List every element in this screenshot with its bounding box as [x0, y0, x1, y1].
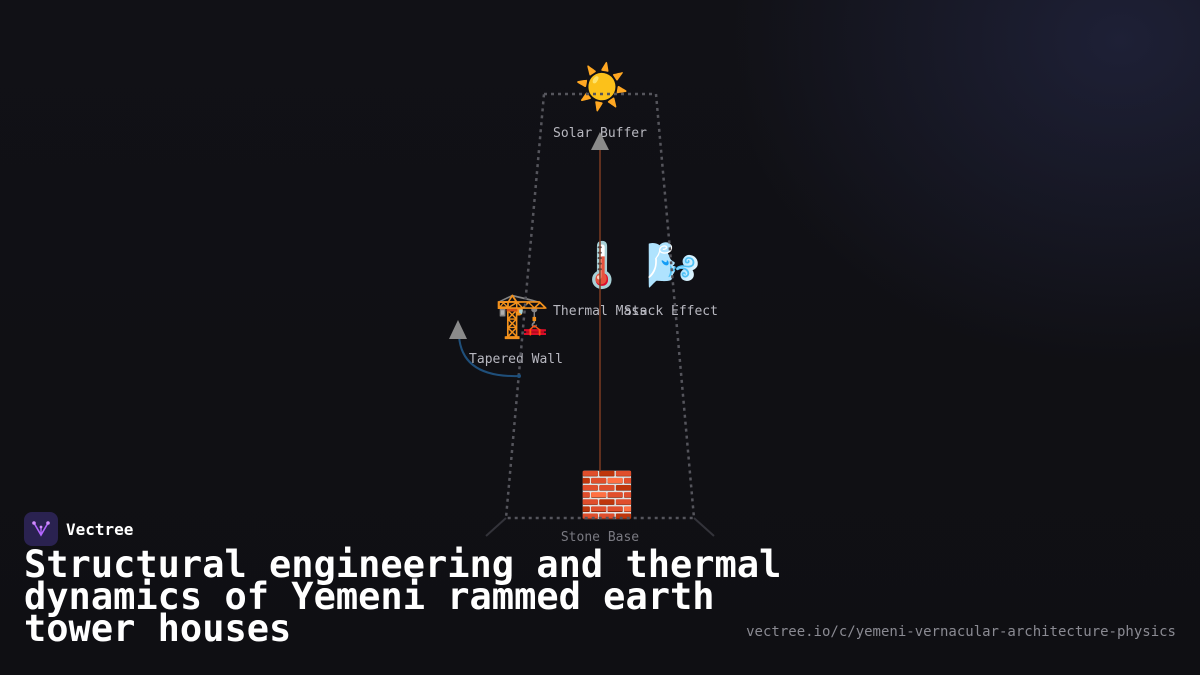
crane-icon: 🏗️ — [494, 290, 550, 341]
node-label-stack-effect: Stack Effect — [624, 304, 718, 319]
node-label-stone-base: Stone Base — [560, 530, 640, 545]
source-url[interactable]: vectree.io/c/yemeni-vernacular-architect… — [746, 624, 1176, 640]
wind-icon: 🌬️ — [645, 240, 701, 291]
brick-icon: 🧱 — [579, 470, 635, 521]
base-flare-left — [485, 517, 507, 537]
heat-flow-arrow — [591, 132, 609, 150]
node-label-tapered-wall: Tapered Wall — [469, 352, 563, 367]
brand[interactable]: Vectree — [24, 512, 133, 546]
thermometer-icon: 🌡️ — [574, 240, 630, 291]
curve-start-dot — [517, 374, 521, 378]
tapered-wall-curve — [458, 335, 521, 378]
vectree-logo-icon — [24, 512, 58, 546]
base-flare-right — [693, 517, 715, 537]
tapered-wall-arrow — [449, 320, 467, 339]
brand-name: Vectree — [66, 519, 134, 539]
sun-icon: ☀️ — [574, 62, 630, 113]
page-title: Structural engineering and thermal dynam… — [24, 543, 782, 650]
